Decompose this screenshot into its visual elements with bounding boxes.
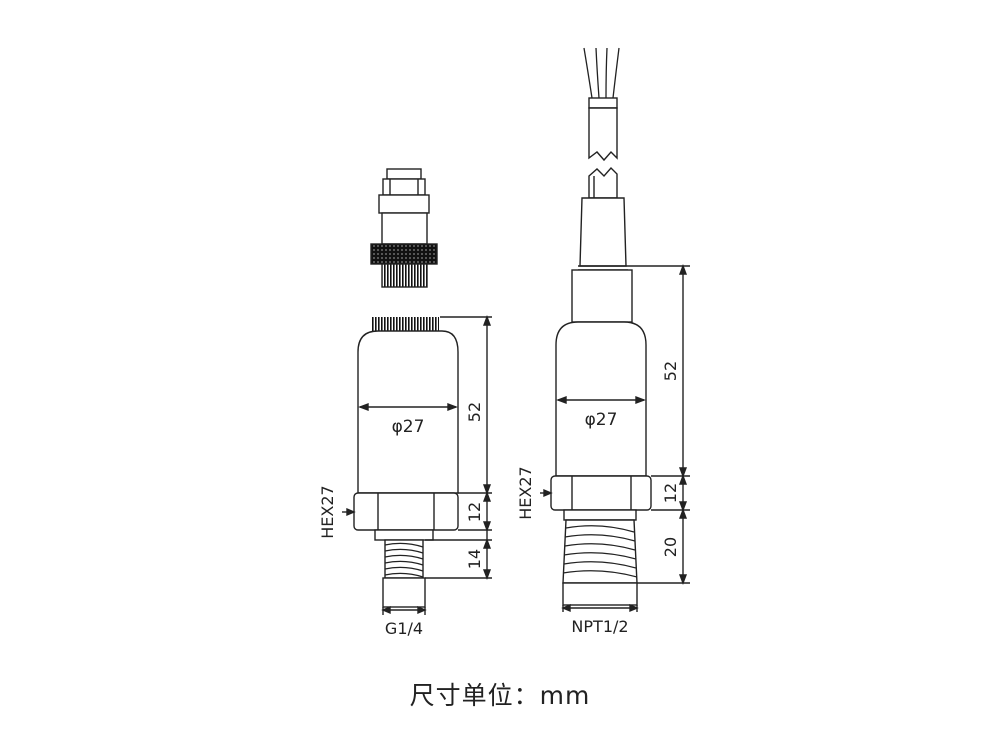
left-diameter-label: φ27 <box>392 417 425 437</box>
left-hex-label: HEX27 <box>318 485 337 538</box>
right-hex-label: HEX27 <box>516 466 535 519</box>
connector-plug <box>370 168 438 288</box>
right-thread-label: NPT1/2 <box>571 617 628 636</box>
right-dim-body: 52 <box>661 361 680 381</box>
units-caption: 尺寸单位：mm <box>409 681 591 710</box>
left-dim-body: 52 <box>465 402 484 422</box>
left-dim-thread: 14 <box>465 549 484 569</box>
right-dim-thread: 20 <box>661 537 680 557</box>
right-dim-hex: 12 <box>661 483 680 503</box>
right-diameter-label: φ27 <box>585 410 618 430</box>
left-dim-hex: 12 <box>465 502 484 522</box>
right-sensor <box>540 47 690 613</box>
left-sensor <box>342 315 492 615</box>
left-thread-label: G1/4 <box>385 619 423 638</box>
